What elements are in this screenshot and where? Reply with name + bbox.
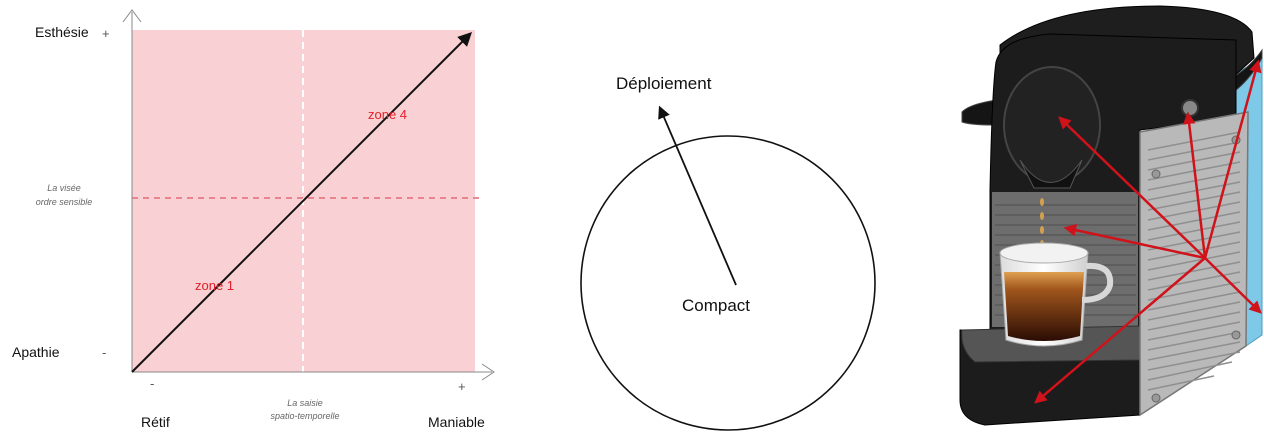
y-axis-caption-line1: La visée xyxy=(47,183,81,193)
red-arrow-to-head xyxy=(1058,116,1206,259)
deployment-arrow xyxy=(658,105,737,286)
x-left-label: Rétif xyxy=(141,414,170,430)
boundary-circle xyxy=(580,135,876,431)
coffee-machine-illustration xyxy=(959,5,1263,426)
brew-button xyxy=(1181,99,1199,117)
x-left-sign: - xyxy=(150,376,154,391)
x-right-label: Maniable xyxy=(428,414,485,430)
compact-deployment-diagram: Compact Déploiement xyxy=(580,74,876,431)
coffee-drops xyxy=(1040,198,1044,248)
red-arrow-to-tank xyxy=(1204,257,1262,314)
red-arrow-to-base xyxy=(1034,257,1206,404)
diagonal-arrow xyxy=(131,32,472,373)
capsule-head xyxy=(1003,66,1101,184)
y-bottom-label: Apathie xyxy=(12,344,60,360)
x-axis-caption-line1: La saisie xyxy=(287,398,323,408)
red-arrows xyxy=(1034,59,1262,404)
side-panel-grille xyxy=(1147,131,1241,391)
side-panel xyxy=(1139,111,1249,417)
red-arrow-to-top-right xyxy=(1203,59,1262,259)
red-arrow-to-spout xyxy=(1063,224,1206,260)
y-axis-caption-line2: ordre sensible xyxy=(36,197,93,207)
x-axis-caption-line2: spatio-temporelle xyxy=(270,411,339,421)
espresso-cup xyxy=(999,242,1114,347)
x-axis-arrowhead xyxy=(481,363,495,381)
zone-low-label: zone 1 xyxy=(195,278,234,293)
deployment-label: Déploiement xyxy=(616,74,712,93)
compact-label: Compact xyxy=(682,296,750,315)
capsule-nozzle xyxy=(1019,159,1083,189)
semiotic-square-diagram: Esthésie + Apathie - La visée ordre sens… xyxy=(12,9,495,430)
y-bottom-sign: - xyxy=(102,345,106,360)
red-arrow-to-button xyxy=(1182,111,1207,259)
y-top-label: Esthésie xyxy=(35,24,89,40)
zone-high-label: zone 4 xyxy=(368,107,407,122)
y-axis-arrowhead xyxy=(122,9,142,23)
x-right-sign: + xyxy=(458,379,466,394)
y-top-sign: + xyxy=(102,26,110,41)
